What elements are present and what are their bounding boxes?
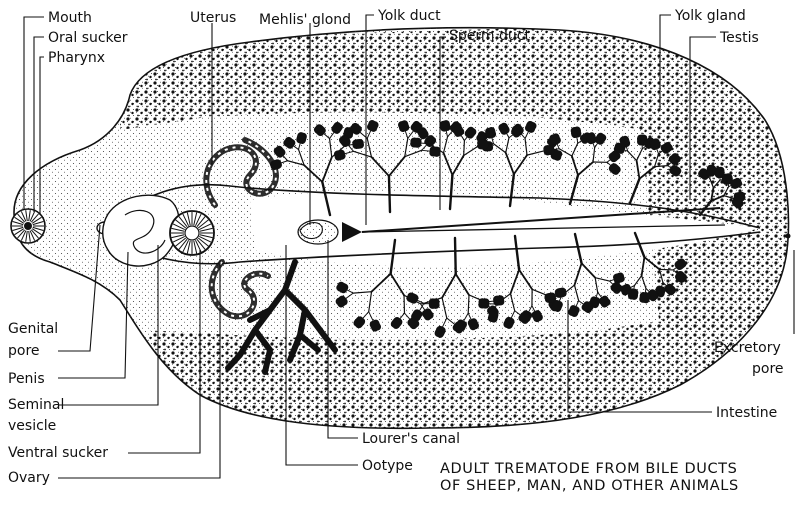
- label-oral-sucker: Oral sucker: [48, 30, 128, 46]
- label-penis: Penis: [8, 371, 45, 387]
- excretory-pore-shape: [786, 234, 791, 239]
- label-ventral-sucker: Ventral sucker: [8, 445, 108, 461]
- label-excretory-pore-line2: pore: [752, 361, 784, 377]
- caption-line-2: OF SHEEP, MAN, AND OTHER ANIMALS: [440, 478, 739, 495]
- label-testis: Testis: [719, 30, 759, 46]
- mehlis-gland-shape: [298, 220, 338, 244]
- label-intestine: Intestine: [716, 405, 777, 421]
- label-uterus: Uterus: [190, 10, 236, 26]
- label-laurers-canal: Lourer's canal: [362, 431, 460, 447]
- ventral-sucker-shape: [170, 211, 214, 255]
- figure-caption: ADULT TREMATODE FROM BILE DUCTS OF SHEEP…: [440, 461, 739, 495]
- label-genital-pore-line2: pore: [8, 343, 40, 359]
- label-mouth: Mouth: [48, 10, 92, 26]
- label-ovary: Ovary: [8, 470, 50, 486]
- label-pharynx: Pharynx: [48, 50, 105, 66]
- label-sperm-duct: Sperm duct: [449, 28, 530, 44]
- label-yolk-duct: Yolk duct: [377, 8, 441, 24]
- label-mehlis-gland: Mehlis' glond: [259, 12, 351, 28]
- label-seminal-vesicle-line1: Seminal: [8, 397, 64, 413]
- label-genital-pore-line1: Genital: [8, 321, 58, 337]
- label-seminal-vesicle-line2: vesicle: [8, 418, 56, 434]
- label-yolk-gland: Yolk gland: [674, 8, 746, 24]
- label-excretory-pore-line1: Excretory: [714, 340, 781, 356]
- label-ootype: Ootype: [362, 458, 413, 474]
- caption-line-1: ADULT TREMATODE FROM BILE DUCTS: [440, 461, 739, 478]
